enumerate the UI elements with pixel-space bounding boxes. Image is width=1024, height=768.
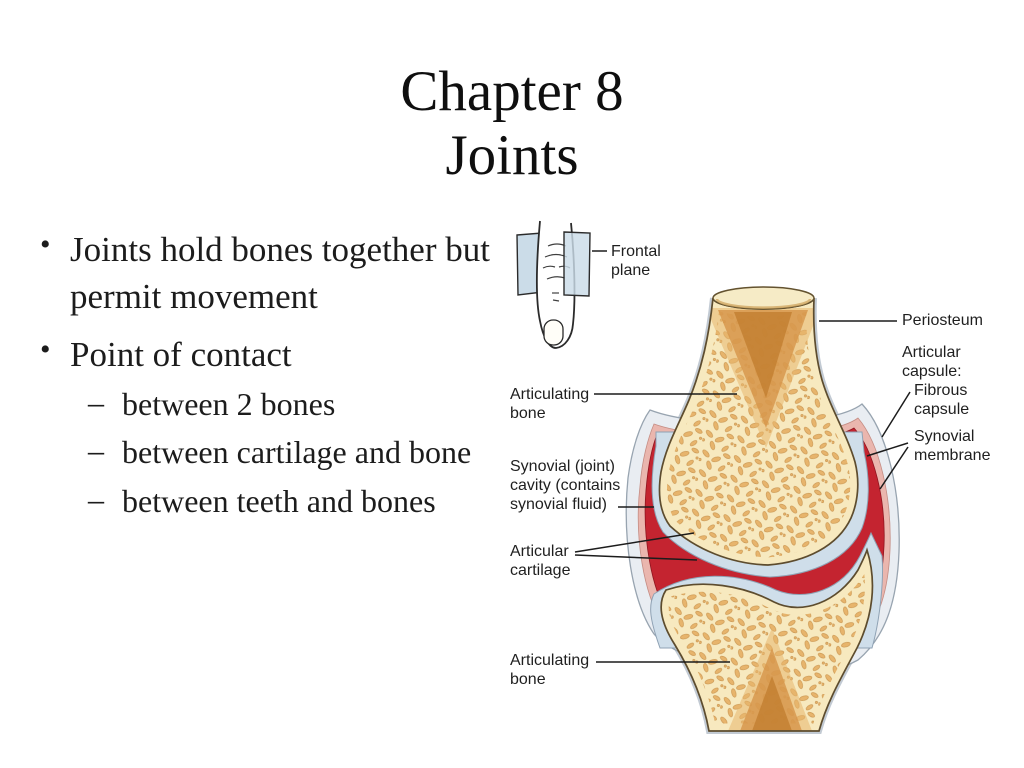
slide-title: Chapter 8 Joints [0, 60, 1024, 188]
label-synovial-cavity: Synovial (joint) cavity (contains synovi… [510, 458, 621, 513]
leader-articular-cartilage-1 [574, 532, 695, 553]
leader-fibrous-capsule [881, 391, 911, 438]
label-articulating-bone-top: Articulating bone [510, 386, 590, 422]
label-articular-capsule: Articular capsule: [902, 344, 962, 380]
bullet-item: • Joints hold bones together but permit … [40, 226, 510, 320]
leader-lines [574, 250, 911, 663]
sub-bullet-item: – between teeth and bones [88, 481, 508, 521]
title-line-1: Chapter 8 [400, 60, 624, 123]
leader-synovial-membrane-2 [879, 446, 909, 490]
finger-inset [516, 220, 591, 349]
opening-inner-rim [715, 298, 812, 309]
sub-bullet-item: – between 2 bones [88, 384, 508, 424]
fingernail [543, 319, 564, 346]
title-line-2: Joints [445, 124, 579, 187]
label-periosteum: Periosteum [902, 312, 983, 329]
frontal-plane-right-panel [563, 231, 591, 297]
sub-bullet-marker: – [88, 432, 104, 468]
bullet-marker: • [40, 228, 51, 261]
label-synovial-membrane: Synovial membrane [914, 428, 991, 464]
sub-bullet-text: between 2 bones [122, 386, 336, 422]
label-frontal-plane: Frontal plane [611, 243, 661, 279]
bullet-text: Joints hold bones together but permit mo… [70, 230, 490, 316]
label-articular-cartilage: Articular cartilage [510, 543, 571, 579]
bullet-marker: • [40, 333, 51, 366]
sub-bullet-marker: – [88, 384, 104, 420]
sub-bullet-text: between teeth and bones [122, 483, 436, 519]
label-fibrous-capsule: Fibrous capsule [914, 382, 970, 418]
sub-bullet-text: between cartilage and bone [122, 434, 472, 470]
bullet-item: • Point of contact [40, 331, 510, 378]
sub-bullet-item: – between cartilage and bone [88, 432, 508, 472]
leader-articular-cartilage-2 [574, 554, 698, 561]
label-articulating-bone-bottom: Articulating bone [510, 652, 590, 688]
bullet-text: Point of contact [70, 335, 292, 374]
sub-bullet-marker: – [88, 481, 104, 517]
bone-top-opening [712, 286, 815, 310]
leader-synovial-membrane-1 [866, 442, 909, 457]
bone-lower-outline [660, 547, 874, 732]
